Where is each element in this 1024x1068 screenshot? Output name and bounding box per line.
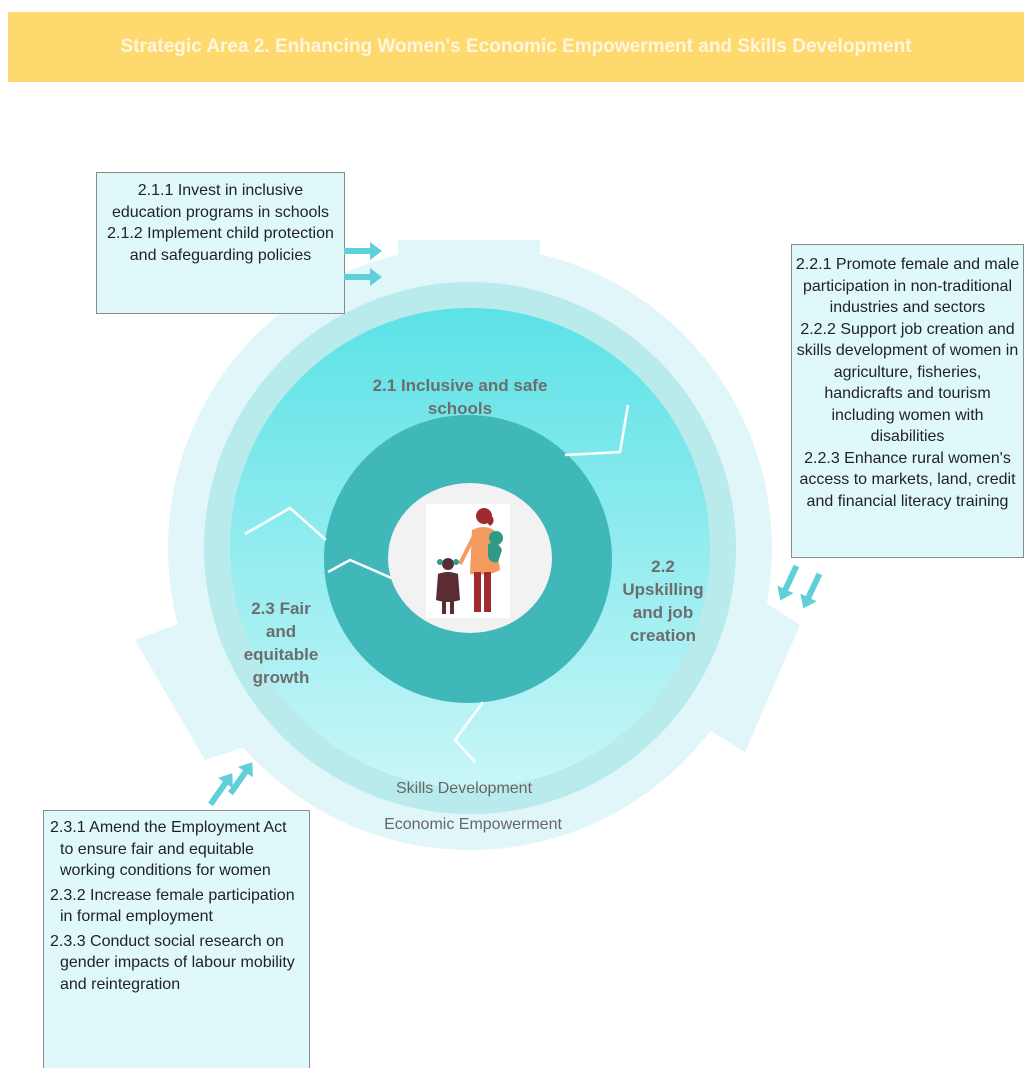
arrow-right-icon (344, 268, 384, 286)
arrow-down-icon (796, 572, 826, 612)
segment-dividers (244, 404, 630, 763)
action-2-3-1: 2.3.1 Amend the Employment Act to ensure… (50, 819, 287, 879)
divider-center-left (327, 558, 397, 582)
action-2-2-2: 2.2.2 Support job creation and skills de… (796, 320, 1019, 446)
mother-and-child-icon (426, 504, 510, 618)
box-2-2-actions: 2.2.1 Promote female and male participat… (791, 244, 1024, 558)
action-2-2-1: 2.2.1 Promote female and male participat… (795, 256, 1020, 316)
arrow-up-icon (207, 768, 237, 808)
arrow-up-icon (227, 757, 257, 797)
divider-top-right (564, 404, 630, 457)
segment-label-2-1: 2.1 Inclusive and safe schools (372, 376, 548, 418)
title-banner: Strategic Area 2. Enhancing Women's Econ… (8, 12, 1024, 82)
ring-label-economic-empowerment: Economic Empowerment (384, 816, 562, 833)
box-2-3-actions: 2.3.1 Amend the Employment Act to ensure… (43, 810, 310, 1068)
segment-label-2-3: 2.3 Fair and equitable growth (243, 599, 319, 687)
action-2-1-1: 2.1.1 Invest in inclusive education prog… (111, 182, 329, 221)
tab-left (135, 610, 272, 760)
divider-bottom (453, 701, 485, 763)
box-2-1-actions: 2.1.1 Invest in inclusive education prog… (96, 172, 345, 314)
action-2-3-2: 2.3.2 Increase female participation in f… (50, 886, 295, 926)
page-title: Strategic Area 2. Enhancing Women's Econ… (120, 36, 912, 57)
action-2-1-2: 2.1.2 Implement child protection and saf… (107, 225, 334, 264)
divider-left (244, 506, 327, 541)
ring-label-skills-development: Skills Development (395, 780, 533, 797)
arrow-down-icon (773, 564, 803, 604)
action-2-3-3: 2.3.3 Conduct social research on gender … (50, 932, 295, 993)
segment-label-2-2: 2.2 Upskilling and job creation (622, 557, 704, 645)
arrow-right-icon (344, 242, 384, 260)
action-2-2-3: 2.2.3 Enhance rural women's access to ma… (799, 449, 1016, 510)
